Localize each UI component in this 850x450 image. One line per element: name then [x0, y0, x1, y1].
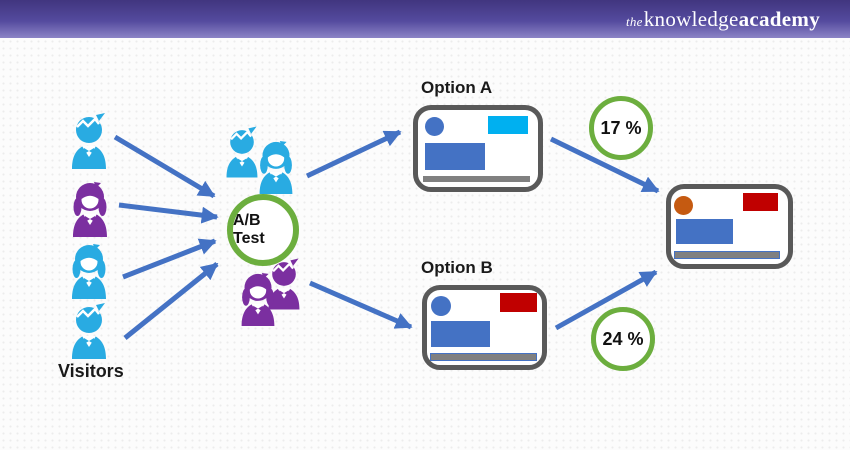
- logo-knowledge: knowledge: [643, 6, 739, 31]
- card-b-footer-bar: [430, 353, 537, 361]
- conversion-rate-a-badge: 17 %: [589, 96, 653, 160]
- brand-logo: theknowledgeacademy: [625, 6, 820, 31]
- result-cta-rect: [743, 193, 778, 211]
- card-b-avatar-circle: [431, 296, 451, 316]
- result-content-rect: [676, 219, 733, 244]
- visitor-icon-male-4: [67, 303, 111, 359]
- option-b-card: [422, 285, 547, 370]
- arrow-groupA-optionA: [305, 129, 402, 179]
- arrow-visitor2-abtest: [118, 202, 219, 224]
- result-card: [666, 184, 793, 269]
- card-a-avatar-circle: [425, 117, 444, 136]
- option-b-label: Option B: [421, 258, 493, 277]
- option-a-label: Option A: [421, 78, 493, 97]
- visitor-icon-female-3: [67, 243, 111, 299]
- logo-academy: academy: [738, 6, 820, 31]
- group-a-female-icon: [254, 140, 298, 194]
- ab-test-label: A/B Test: [233, 212, 265, 247]
- card-b-content-rect: [431, 321, 490, 347]
- card-a-cta-rect: [488, 116, 528, 134]
- visitor-icon-male-1: [67, 113, 111, 169]
- header-bar: theknowledgeacademy: [0, 0, 850, 38]
- result-avatar-circle: [674, 196, 693, 215]
- result-footer-bar: [674, 251, 780, 259]
- conversion-rate-b-badge: 24 %: [591, 307, 655, 371]
- rate-b-value: 24 %: [602, 328, 644, 349]
- option-a-card: [413, 105, 543, 192]
- arrow-visitor3-abtest: [122, 238, 217, 280]
- ab-test-circle: A/B Test: [227, 194, 299, 266]
- arrow-visitor1-abtest: [113, 134, 216, 199]
- arrow-groupB-optionB: [309, 280, 413, 330]
- logo-the: the: [625, 13, 643, 29]
- rate-a-value: 17 %: [600, 117, 642, 138]
- diagram-canvas: Visitors A/B Test Option A 17 % Option B: [0, 38, 850, 450]
- group-b-female-icon: [236, 272, 280, 326]
- visitor-icon-female-2: [68, 181, 112, 237]
- visitors-label: Visitors: [58, 361, 124, 381]
- card-b-cta-rect: [500, 293, 537, 312]
- card-a-footer-bar: [423, 176, 530, 182]
- card-a-content-rect: [425, 143, 485, 170]
- arrow-visitor4-abtest: [123, 262, 219, 340]
